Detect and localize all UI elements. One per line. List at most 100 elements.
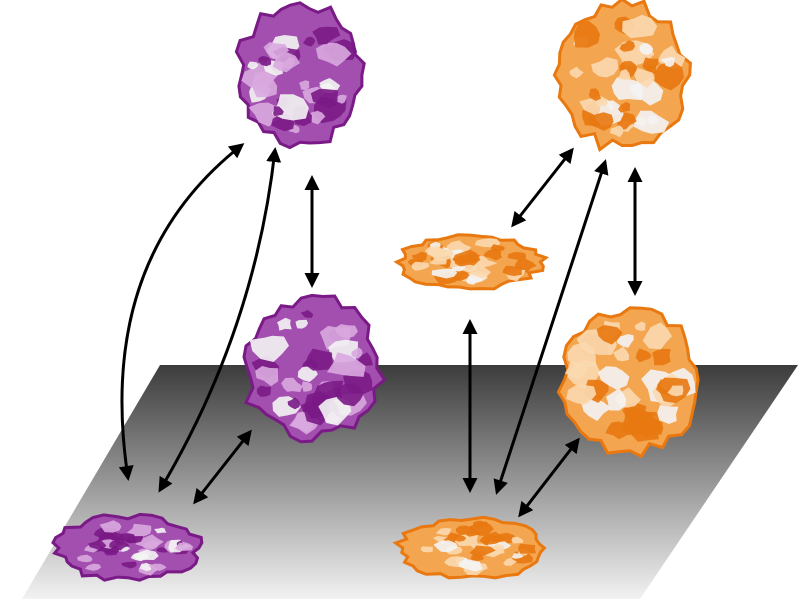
surface-patch — [464, 253, 481, 262]
surface-patch — [295, 319, 309, 329]
surface-patch — [569, 66, 584, 79]
surface-patch — [511, 536, 524, 544]
surface-patch — [622, 14, 658, 39]
surface-patch — [654, 60, 685, 91]
surface-patch — [301, 381, 313, 392]
surface-patch — [613, 346, 630, 362]
surface-patch — [642, 322, 672, 350]
surface-patch — [433, 540, 458, 553]
surface-patch — [652, 348, 671, 366]
surface-patch — [315, 42, 352, 67]
surface-patch — [351, 347, 363, 359]
surface-patch — [465, 530, 482, 537]
surface-patch — [634, 321, 646, 331]
surface-patch — [420, 546, 433, 553]
surface-patch — [573, 20, 600, 48]
surface-patch — [642, 57, 659, 71]
surface-patch — [435, 528, 452, 536]
double-arrow-orange-surface-to-orange-top — [493, 159, 609, 495]
protein-orange-flat-floating — [393, 233, 550, 291]
surface-patch — [252, 70, 278, 98]
surface-patch — [303, 36, 316, 47]
surface-patch — [518, 543, 536, 554]
surface-patch — [85, 563, 102, 571]
surface-patch — [88, 539, 107, 551]
surface-patch — [304, 348, 335, 371]
surface-patch — [281, 377, 303, 392]
surface-patch — [634, 67, 655, 88]
protein-purple-surface — [51, 512, 204, 582]
surface-patch — [411, 261, 430, 271]
surface-patch — [125, 536, 143, 544]
surface-patch — [660, 57, 675, 68]
surface-patch — [460, 559, 483, 572]
surface-patch — [646, 115, 658, 125]
surface-patch — [616, 334, 634, 348]
surface-patch — [618, 102, 630, 113]
surface-patch — [326, 352, 366, 377]
surface-patch — [617, 69, 631, 80]
surface-patch — [318, 396, 352, 426]
surface-patch — [431, 268, 458, 279]
double-arrow-purple-surface-to-purple-top — [158, 147, 282, 493]
surface-patch — [263, 42, 289, 60]
surface-patch — [143, 540, 160, 550]
surface-patch — [247, 61, 259, 70]
surface-patch — [99, 520, 122, 533]
surface-patch — [300, 310, 314, 318]
surface-patch — [148, 563, 167, 571]
surface-patch — [335, 94, 347, 104]
surface-patch — [588, 112, 614, 131]
surface-patch — [472, 520, 488, 528]
surface-patch — [446, 240, 472, 254]
surface-patch — [503, 557, 518, 566]
surface-patch — [511, 553, 524, 559]
surface-patch — [312, 26, 341, 45]
protein-orange-top — [552, 0, 692, 153]
surface-patch — [588, 88, 601, 101]
surface-patch — [466, 278, 477, 285]
surface-patch — [424, 246, 446, 259]
surface-patch — [469, 545, 496, 557]
protein-orange-surface — [392, 515, 547, 580]
surface-patch — [175, 542, 194, 551]
double-arrow-purple-surface-to-purple-middle — [193, 429, 252, 505]
surface-patch — [609, 125, 624, 138]
surface-patch — [605, 421, 630, 440]
surface-patch — [154, 527, 167, 534]
surface-patch — [334, 324, 358, 339]
surface-patch — [628, 77, 664, 106]
surface-patch — [629, 417, 660, 442]
surface-patch — [310, 88, 338, 108]
double-arrow-orange-flat-floating-to-orange-top — [511, 147, 574, 228]
surface-patch — [104, 548, 118, 556]
surface-patch — [411, 251, 428, 262]
surface-patch — [272, 106, 284, 117]
protein-purple-top — [234, 1, 366, 150]
surface-patch — [667, 385, 684, 397]
double-arrow-orange-surface-to-orange-middle — [518, 437, 580, 518]
surface-patch — [259, 84, 272, 95]
surface-patch — [156, 547, 168, 553]
surface-patch — [77, 554, 93, 563]
surface-patch — [121, 561, 137, 569]
surface-patch — [451, 266, 466, 272]
surface-patch — [307, 110, 326, 125]
surface-patch — [429, 257, 447, 265]
surface-patch — [639, 43, 654, 56]
surface-patch — [126, 523, 152, 537]
surface-patch — [258, 56, 272, 67]
surface-patch — [591, 57, 619, 78]
surface-patch — [452, 535, 467, 542]
surface-patch — [484, 534, 496, 541]
surface-patch — [619, 40, 636, 52]
surface-patch — [256, 385, 272, 397]
surface-patch — [468, 266, 492, 279]
surface-patch — [139, 562, 152, 572]
surface-patch — [130, 553, 147, 562]
surface-patch — [334, 383, 364, 407]
surface-patch — [635, 348, 652, 363]
surface-patch — [606, 388, 627, 411]
surface-patch — [287, 397, 301, 410]
